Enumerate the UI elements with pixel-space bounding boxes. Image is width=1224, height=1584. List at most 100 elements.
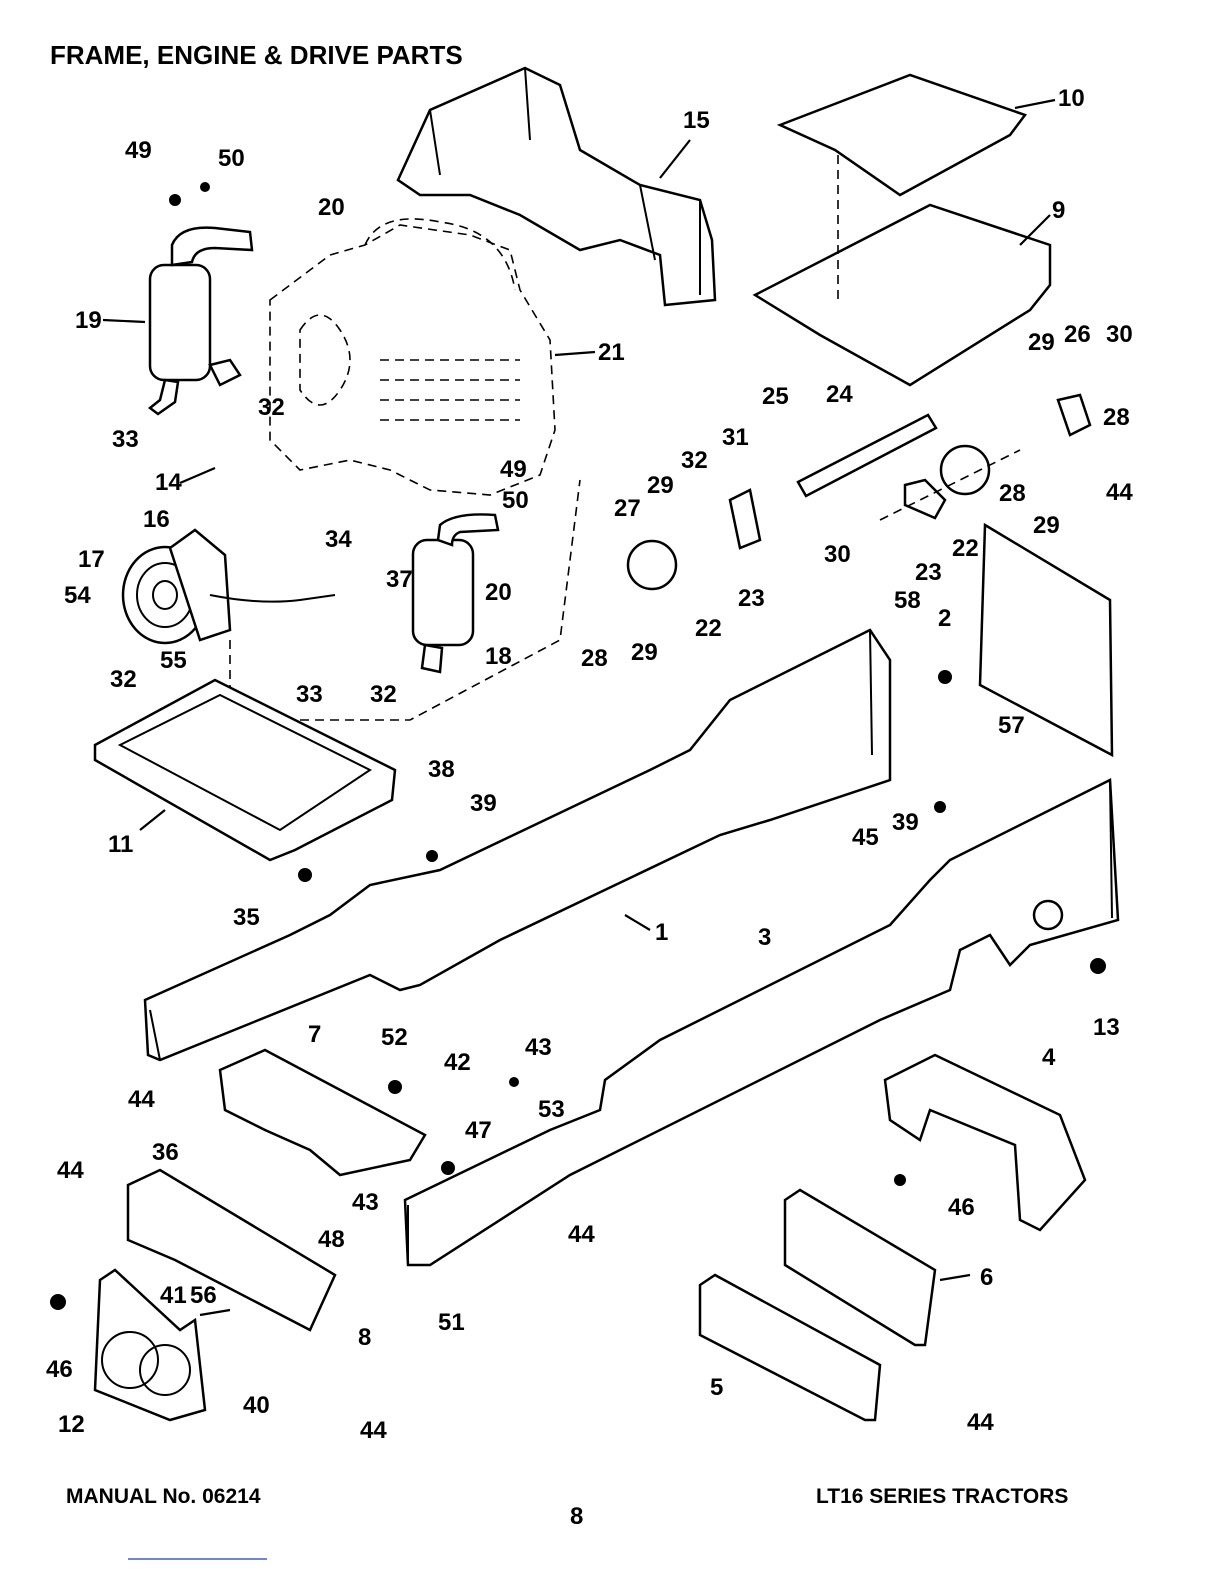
callout-52: 52 [381, 1024, 408, 1051]
weight-plates-part [698, 1188, 937, 1422]
callout-44b: 44 [128, 1086, 155, 1113]
callout-25: 25 [762, 383, 789, 410]
callout-43b: 43 [352, 1189, 379, 1216]
callout-labels: 1 2 3 4 5 6 7 8 9 10 11 12 13 14 15 16 1… [46, 85, 1133, 1444]
callout-21: 21 [598, 339, 625, 366]
callout-15: 15 [683, 107, 710, 134]
manual-number: MANUAL No. 06214 [66, 1485, 261, 1508]
callout-22b: 22 [952, 535, 979, 562]
callout-50a: 50 [218, 145, 245, 172]
callout-35: 35 [233, 904, 260, 931]
callout-13: 13 [1093, 1014, 1120, 1041]
right-frame-rail-part [403, 778, 1120, 1267]
engine-mount-plate-part [93, 678, 397, 862]
callout-17: 17 [78, 546, 105, 573]
callout-39b: 39 [892, 809, 919, 836]
callout-23b: 23 [915, 559, 942, 586]
rear-bracket-part [883, 1053, 1087, 1232]
pulley-bracket-part [93, 1268, 207, 1422]
bottom-link-underline [128, 1558, 267, 1560]
callout-44f: 44 [967, 1409, 994, 1436]
callout-14: 14 [155, 469, 182, 496]
callout-44a: 44 [1106, 479, 1133, 506]
muffler-right-part [411, 513, 500, 674]
callout-29b: 29 [647, 472, 674, 499]
callout-30a: 30 [1106, 321, 1133, 348]
callout-32c: 32 [110, 666, 137, 693]
callout-49b: 49 [500, 456, 527, 483]
callout-29a: 29 [1028, 329, 1055, 356]
callout-16: 16 [143, 506, 170, 533]
callout-3: 3 [758, 924, 771, 951]
callout-36: 36 [152, 1139, 179, 1166]
callout-48: 48 [318, 1226, 345, 1253]
seat-panel-part [752, 73, 1052, 387]
dash-panel-part [396, 66, 717, 307]
callout-40: 40 [243, 1392, 270, 1419]
callout-28a: 28 [1103, 404, 1130, 431]
callout-50b: 50 [502, 487, 529, 514]
electric-clutch-part [121, 528, 336, 645]
callout-55: 55 [160, 647, 187, 674]
page-number: 8 [570, 1503, 584, 1530]
callout-46a: 46 [948, 1194, 975, 1221]
callout-9: 9 [1052, 197, 1065, 224]
callout-33b: 33 [296, 681, 323, 708]
callout-19: 19 [75, 307, 102, 334]
callout-23a: 23 [738, 585, 765, 612]
callout-30b: 30 [824, 541, 851, 568]
callout-44d: 44 [568, 1221, 595, 1248]
callout-58: 58 [894, 587, 921, 614]
callout-27: 27 [614, 495, 641, 522]
side-panel-part [978, 522, 1114, 758]
callout-20a: 20 [318, 194, 345, 221]
seat-hinge-parts [626, 393, 1092, 591]
callout-20b: 20 [485, 579, 512, 606]
callout-10: 10 [1058, 85, 1085, 112]
engine-outline [229, 218, 581, 721]
callout-43a: 43 [525, 1034, 552, 1061]
callout-47: 47 [465, 1117, 492, 1144]
callout-26: 26 [1064, 321, 1091, 348]
callout-51: 51 [438, 1309, 465, 1336]
callout-32b: 32 [681, 447, 708, 474]
callout-18: 18 [485, 643, 512, 670]
callout-22a: 22 [695, 615, 722, 642]
callout-24: 24 [826, 381, 853, 408]
callout-44c: 44 [57, 1157, 84, 1184]
callout-32d: 32 [370, 681, 397, 708]
callout-28c: 28 [581, 645, 608, 672]
callout-54: 54 [64, 582, 91, 609]
callout-53: 53 [538, 1096, 565, 1123]
hitch-bracket-part [126, 1168, 337, 1332]
muffler-left-part [147, 226, 254, 416]
callout-33a: 33 [112, 426, 139, 453]
callout-29c: 29 [1033, 512, 1060, 539]
callout-1: 1 [655, 919, 668, 946]
callout-32a: 32 [258, 394, 285, 421]
callout-11: 11 [108, 831, 133, 858]
callout-44e: 44 [360, 1417, 387, 1444]
callout-34: 34 [325, 526, 352, 553]
callout-28b: 28 [999, 480, 1026, 507]
callout-12: 12 [58, 1411, 85, 1438]
fastener-dots [50, 182, 1106, 1310]
callout-45: 45 [852, 824, 879, 851]
callout-46b: 46 [46, 1356, 73, 1383]
callout-37: 37 [386, 566, 413, 593]
callout-7: 7 [308, 1021, 321, 1048]
callout-2: 2 [938, 605, 951, 632]
left-frame-rail-part [143, 628, 892, 1062]
callout-49a: 49 [125, 137, 152, 164]
callout-8: 8 [358, 1324, 371, 1351]
callout-6: 6 [980, 1264, 993, 1291]
page-title: FRAME, ENGINE & DRIVE PARTS [50, 40, 463, 70]
callout-29d: 29 [631, 639, 658, 666]
series-name: LT16 SERIES TRACTORS [816, 1485, 1069, 1508]
callout-5: 5 [710, 1374, 723, 1401]
callout-4: 4 [1042, 1044, 1056, 1071]
callout-56: 56 [190, 1282, 217, 1309]
callout-31: 31 [722, 424, 749, 451]
callout-39a: 39 [470, 790, 497, 817]
